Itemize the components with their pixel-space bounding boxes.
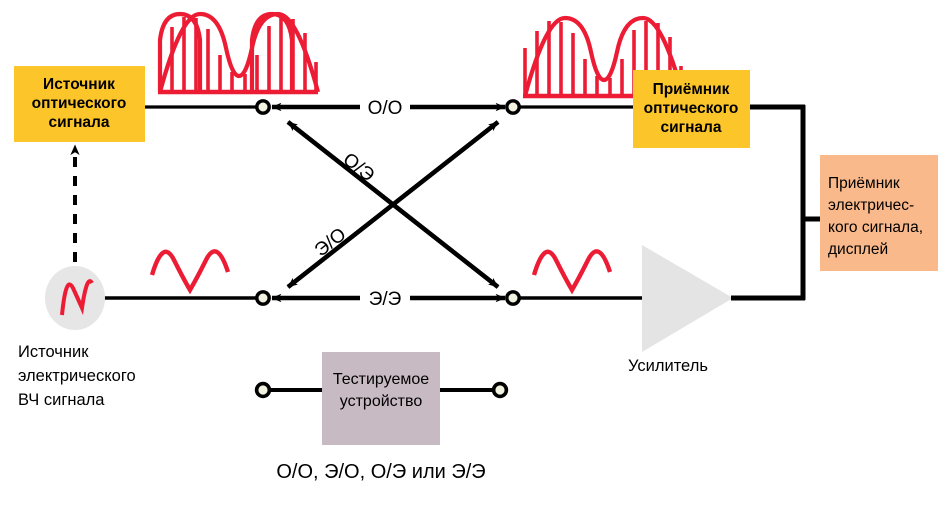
path-label-ee: Э/Э bbox=[369, 289, 402, 310]
path-label-oo: О/О bbox=[368, 98, 403, 119]
eo-diagonal-arrow bbox=[286, 120, 500, 289]
electrical-receiver-line2: электричес- bbox=[828, 197, 914, 214]
eye-diagram-icon-left bbox=[157, 11, 321, 95]
optical-receiver-box[interactable] bbox=[633, 70, 750, 148]
eye-diagram-icon-right bbox=[522, 15, 686, 99]
optical-source-box[interactable] bbox=[14, 66, 145, 142]
sine-wave-icon-right bbox=[531, 249, 613, 295]
electrical-source-caption-line1: Источник bbox=[18, 343, 89, 361]
electrical-receiver-line3: кого сигнала, bbox=[828, 219, 923, 236]
electrical-source-caption-line2: электрического bbox=[18, 367, 136, 385]
electrical-source-caption-line3: ВЧ сигнала bbox=[18, 391, 105, 409]
connector-node-top-right bbox=[505, 99, 521, 115]
bottom-caption: О/О, Э/О, О/Э или Э/Э bbox=[276, 461, 485, 483]
path-label-oe: О/Э bbox=[339, 149, 378, 186]
path-label-eo: Э/О bbox=[311, 224, 350, 261]
dut-box[interactable] bbox=[322, 352, 440, 445]
optical-receiver-line3: сигнала bbox=[660, 119, 721, 136]
connector-node-top-left bbox=[255, 99, 271, 115]
electrical-source-symbol bbox=[45, 266, 105, 330]
amplifier-symbol bbox=[642, 245, 733, 352]
optical-source-line2: оптического bbox=[32, 95, 127, 112]
electrical-receiver-line4: дисплей bbox=[828, 241, 888, 258]
dut-line1: Тестируемое bbox=[333, 371, 429, 388]
amplifier-caption: Усилитель bbox=[628, 357, 708, 375]
sine-wave-icon-left bbox=[149, 249, 231, 295]
connector-node-bottom-left bbox=[255, 290, 271, 306]
connector-node-bottom-right bbox=[505, 290, 521, 306]
optical-source-line1: Источник bbox=[43, 76, 115, 93]
optical-receiver-line2: оптического bbox=[644, 100, 739, 117]
optical-receiver-line1: Приёмник bbox=[653, 81, 730, 98]
electrical-receiver-line1: Приёмник bbox=[828, 175, 900, 192]
dut-line2: устройство bbox=[340, 393, 423, 410]
optical-source-line3: сигнала bbox=[48, 114, 109, 131]
right-bus-wiring bbox=[731, 104, 822, 301]
electrical-receiver-box[interactable] bbox=[820, 155, 938, 271]
